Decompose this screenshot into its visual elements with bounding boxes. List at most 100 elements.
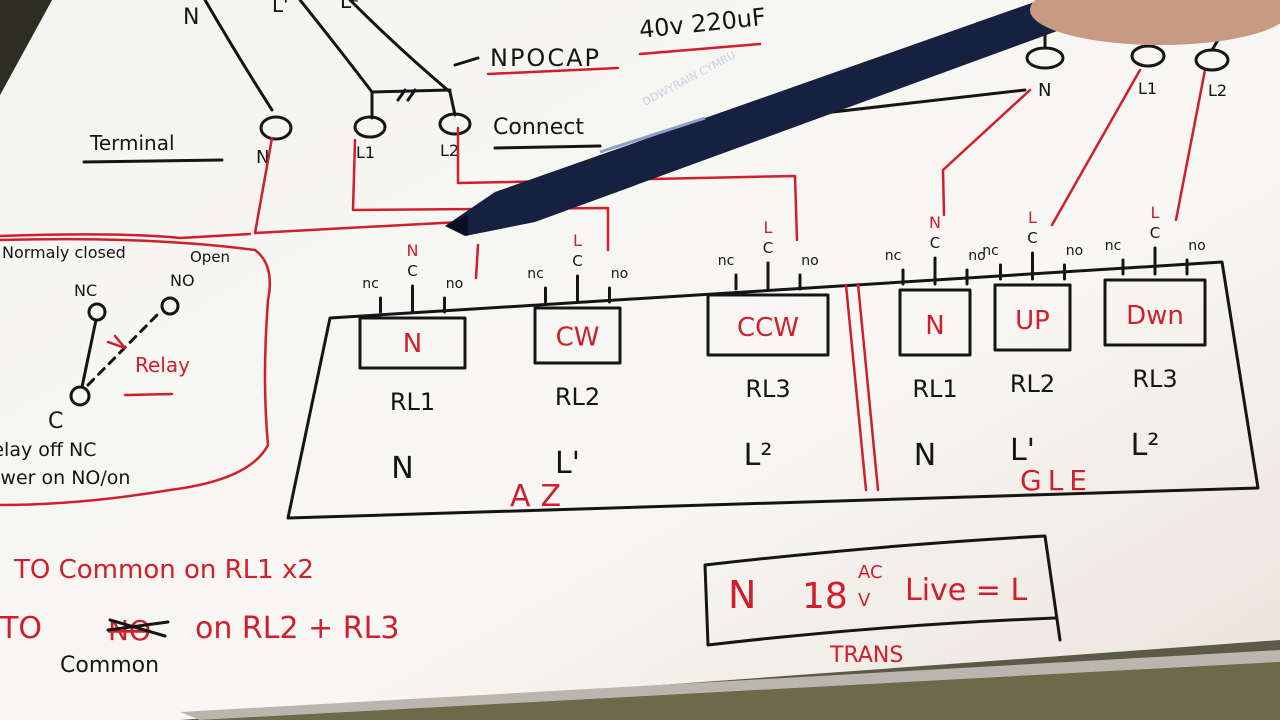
legend-no: NO [170, 271, 195, 290]
terminal-l1: L1 [356, 143, 375, 162]
contact-c: C [407, 262, 417, 280]
note-line2-rest: on RL2 + RL3 [195, 611, 399, 646]
legend-line1: Relay off NC [0, 439, 96, 461]
transformer-ac: AC [858, 562, 883, 583]
legend-nc: NC [74, 281, 97, 300]
relay-label: RL1 [390, 388, 435, 416]
terminal-title: Terminal [89, 131, 175, 155]
notes: TO Common on RL1 x2 TO NO on RL2 + RL3 C… [0, 555, 399, 678]
contact-feed: N [929, 213, 941, 232]
relay-face: Dwn [1126, 301, 1184, 331]
relay-label: RL3 [745, 375, 790, 403]
contact-feed: L [764, 218, 773, 237]
transformer-box: N 18 AC V Live = L TRANS [703, 534, 1062, 668]
relay-label: RL3 [1132, 365, 1177, 393]
relay-body [993, 283, 1072, 352]
wire-label-n: N [183, 5, 199, 30]
relay-terminal: L² [744, 438, 773, 473]
relay-terminal: L' [555, 446, 580, 481]
transformer-v: V [858, 590, 871, 611]
relay-body [533, 306, 622, 365]
contact-nc: nc [1105, 238, 1122, 254]
legend-relay: Relay [135, 353, 190, 377]
transformer-volts: 18 [802, 576, 848, 617]
terminal-screw-n-icon [259, 115, 293, 141]
contact-feed: L [573, 231, 582, 250]
relay-terminal: L² [1131, 428, 1160, 463]
transformer-live: Live = L [905, 573, 1027, 608]
contact-no: no [446, 276, 463, 292]
board-az-name: AZ [510, 479, 571, 514]
paper-stack-edge [180, 650, 1280, 720]
relay-body [898, 288, 972, 357]
contact-feed: N [407, 241, 419, 260]
note-line3: Common [60, 653, 159, 678]
relay-face: UP [1015, 306, 1050, 336]
wire-label-l1: L' [272, 0, 289, 17]
contact-c: C [1027, 229, 1037, 247]
wire-label-l2: L² [340, 0, 359, 13]
contact-feed: L [1028, 208, 1037, 227]
capacitor-symbol-icon [396, 88, 417, 102]
motor-terminal-l2: L2 [1208, 81, 1227, 100]
relay-board: AZ GLE [286, 260, 1260, 520]
relay-face: CW [556, 322, 600, 352]
legend-line2: Power on NO/on [0, 467, 130, 489]
terminal-note: Connect [493, 115, 584, 140]
relay-terminal: N [391, 451, 413, 486]
contact-nc: nc [527, 266, 544, 282]
relay-label: RL2 [1010, 370, 1055, 398]
relay-face: N [925, 311, 944, 341]
relay-terminal: N [914, 438, 936, 473]
relay-body [358, 316, 467, 370]
relay-label: RL2 [555, 383, 600, 411]
contact-nc: nc [362, 276, 379, 292]
terminal-screw-l2-icon [438, 112, 472, 136]
contact-c: C [572, 252, 582, 270]
note-line2-to: TO [0, 611, 42, 646]
contact-no: no [611, 266, 628, 282]
legend-c: C [48, 409, 63, 434]
relay-face: CCW [737, 313, 799, 343]
contact-nc: nc [885, 248, 902, 264]
contact-c: C [1150, 224, 1160, 242]
transformer-n: N [728, 573, 756, 617]
red-wiring [0, 68, 1207, 280]
relay-body [706, 293, 830, 357]
relay-legend: Normaly closed NC Open NO Relay C Relay … [0, 237, 272, 507]
board-gle-name: GLE [1020, 464, 1093, 497]
terminal-l2: L2 [440, 141, 459, 160]
contact-c: C [930, 234, 940, 252]
contact-no: no [968, 248, 985, 264]
relay-terminal: L' [1010, 433, 1035, 468]
motor-terminal-l1: L1 [1138, 79, 1157, 98]
contact-nc: nc [982, 243, 999, 259]
supply-wires: N L' L² NPOCAP 40v 220uF [183, 0, 767, 120]
desk-corner [0, 0, 52, 95]
capacitor-label: NPOCAP [490, 44, 601, 72]
contact-no: no [1188, 238, 1205, 254]
contact-no: no [1066, 243, 1083, 259]
transformer-label: TRANS [829, 643, 903, 668]
motor-terminal-n: N [1038, 80, 1051, 101]
contact-c: C [763, 239, 773, 257]
legend-normally-closed: Normaly closed [2, 243, 126, 262]
terminal-n: N [256, 147, 269, 168]
contact-nc: nc [718, 253, 735, 269]
legend-open: Open [190, 248, 230, 266]
relay-label: RL1 [912, 375, 957, 403]
terminal-block: Terminal N L1 L2 Connect [82, 112, 602, 168]
terminal-screw-l1-icon [353, 115, 387, 139]
contact-no: no [801, 253, 818, 269]
contact-feed: L [1151, 203, 1160, 222]
relay-face: N [403, 329, 422, 359]
desk-bottom [200, 662, 1280, 720]
